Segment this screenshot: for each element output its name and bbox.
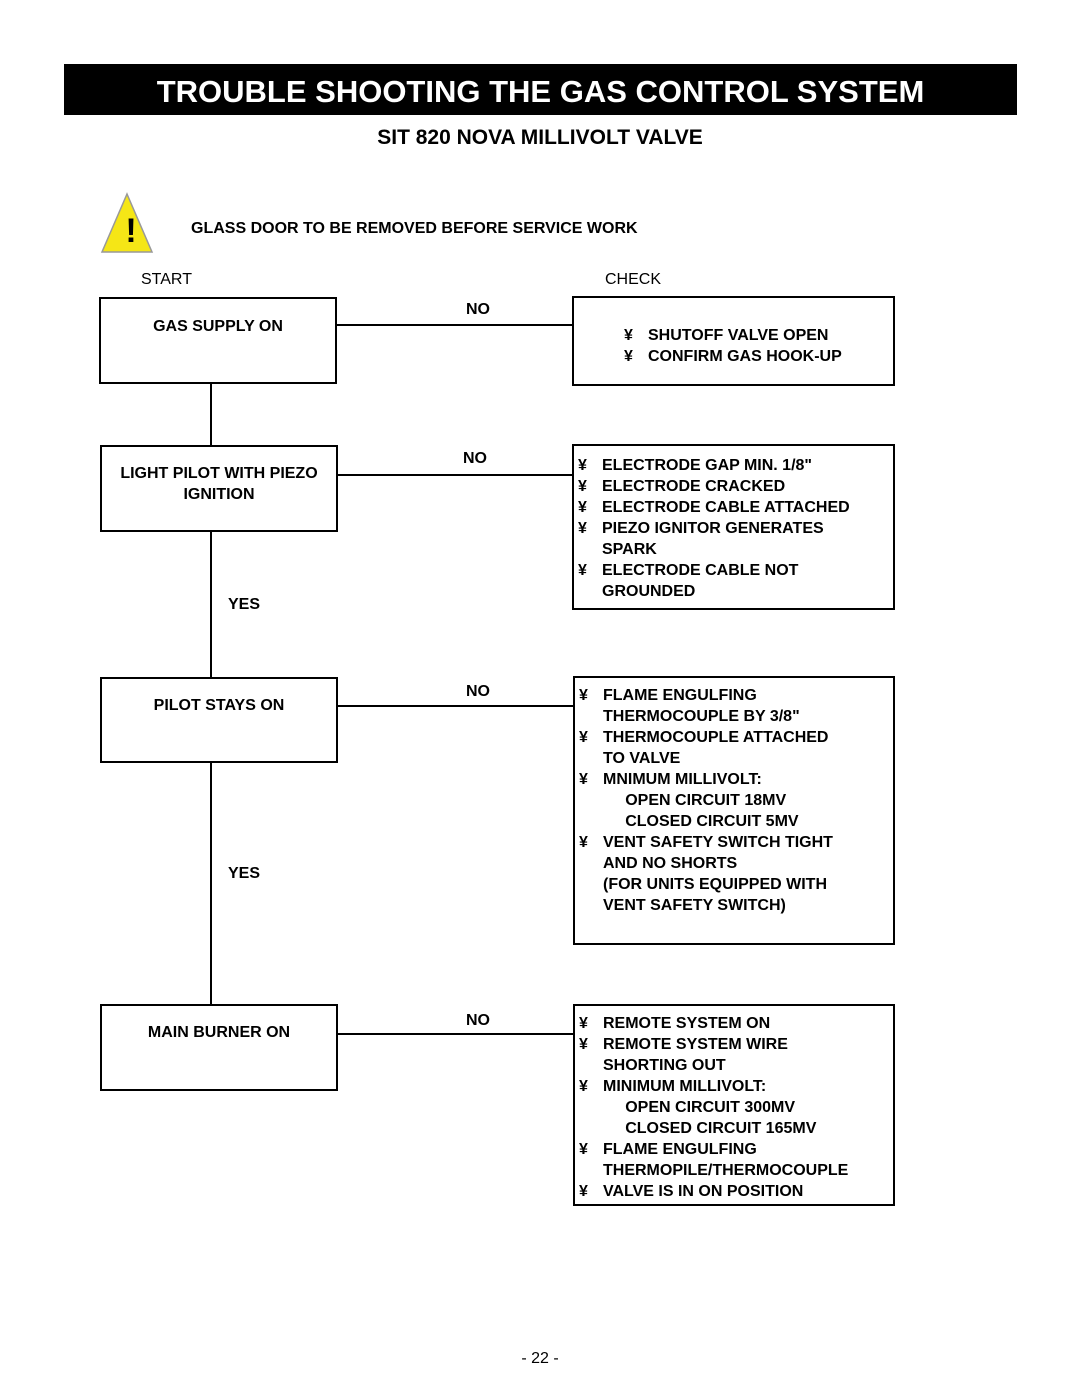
check-item: ¥ THERMOCOUPLE ATTACHED TO VALVE	[579, 727, 893, 769]
check-item: ¥ MNIMUM MILLIVOLT: OPEN CIRCUIT 18MV CLO…	[579, 769, 893, 832]
check-item-text: MNIMUM MILLIVOLT: OPEN CIRCUIT 18MV CLOS…	[603, 771, 799, 830]
check-item-text: VALVE IS IN ON POSITION	[603, 1183, 804, 1200]
check-list: ¥ ELECTRODE GAP MIN. 1/8" ¥ ELECTRODE CRACK…	[578, 455, 893, 602]
no-label: NO	[466, 1012, 490, 1029]
bullet-icon: ¥	[579, 1183, 588, 1200]
connector-line	[210, 383, 212, 446]
bullet-icon: ¥	[578, 562, 587, 579]
check-item-text: THERMOCOUPLE ATTACHED TO VALVE	[603, 729, 829, 767]
check-item-text: CONFIRM GAS HOOK-UP	[648, 348, 842, 365]
step-label: MAIN BURNER ON	[147, 1024, 291, 1041]
bullet-icon: ¥	[579, 1015, 588, 1032]
check-item: ¥ FLAME ENGULFING THERMOCOUPLE BY 3/8"	[579, 685, 893, 727]
check-item: ¥ VALVE IS IN ON POSITION	[579, 1181, 893, 1202]
check-item-text: ELECTRODE CRACKED	[602, 478, 786, 495]
bullet-icon: ¥	[579, 1036, 588, 1053]
check-list: ¥ SHUTOFF VALVE OPEN ¥ CONFIRM GAS HOOK-UP	[624, 325, 893, 367]
bullet-icon: ¥	[579, 1141, 588, 1158]
check-item-text: VENT SAFETY SWITCH TIGHT AND NO SHORTS (…	[603, 834, 833, 914]
bullet-icon: ¥	[578, 478, 587, 495]
check-item: ¥ REMOTE SYSTEM WIRE SHORTING OUT	[579, 1034, 893, 1076]
bullet-icon: ¥	[578, 499, 587, 516]
check-item-text: PIEZO IGNITOR GENERATES SPARK	[602, 520, 824, 558]
no-connector-line	[336, 474, 574, 476]
no-connector-line	[336, 324, 574, 326]
check-box-light-pilot: ¥ ELECTRODE GAP MIN. 1/8" ¥ ELECTRODE CRACK…	[572, 444, 895, 610]
yes-label: YES	[228, 865, 261, 882]
check-item-text: ELECTRODE CABLE NOT GROUNDED	[602, 562, 799, 600]
check-item: ¥ MINIMUM MILLIVOLT: OPEN CIRCUIT 300MV C…	[579, 1076, 893, 1139]
check-item: ¥ ELECTRODE CRACKED	[578, 476, 893, 497]
check-list: ¥ FLAME ENGULFING THERMOCOUPLE BY 3/8" ¥ TH…	[579, 685, 893, 916]
step-box-gas-supply: GAS SUPPLY ON	[99, 297, 337, 384]
step-label: LIGHT PILOT WITH PIEZO IGNITION	[120, 465, 318, 503]
page-number: - 22 -	[521, 1350, 559, 1367]
check-item-text: FLAME ENGULFING THERMOCOUPLE BY 3/8"	[603, 687, 800, 725]
check-item-text: REMOTE SYSTEM WIRE SHORTING OUT	[603, 1036, 788, 1074]
page-title: TROUBLE SHOOTING THE GAS CONTROL SYSTEM	[64, 64, 1017, 115]
bullet-icon: ¥	[579, 1078, 588, 1095]
bullet-icon: ¥	[624, 327, 633, 344]
bullet-icon: ¥	[579, 771, 588, 788]
check-item: ¥ REMOTE SYSTEM ON	[579, 1013, 893, 1034]
check-item-text: SHUTOFF VALVE OPEN	[648, 327, 829, 344]
step-box-pilot-stays-on: PILOT STAYS ON	[100, 677, 338, 763]
check-box-pilot-stays-on: ¥ FLAME ENGULFING THERMOCOUPLE BY 3/8" ¥ TH…	[573, 676, 895, 945]
check-item-text: FLAME ENGULFING THERMOPILE/THERMOCOUPLE	[603, 1141, 849, 1179]
check-box-main-burner: ¥ REMOTE SYSTEM ON ¥ REMOTE SYSTEM WIRE SHO…	[573, 1004, 895, 1206]
check-item-text: REMOTE SYSTEM ON	[603, 1015, 771, 1032]
step-label: GAS SUPPLY ON	[153, 318, 283, 335]
bullet-icon: ¥	[579, 729, 588, 746]
no-connector-line	[336, 1033, 574, 1035]
svg-text:!: !	[125, 212, 136, 250]
check-item: ¥ CONFIRM GAS HOOK-UP	[624, 346, 893, 367]
check-item-text: ELECTRODE CABLE ATTACHED	[602, 499, 850, 516]
connector-line	[210, 530, 212, 678]
check-item: ¥ FLAME ENGULFING THERMOPILE/THERMOCOUPLE	[579, 1139, 893, 1181]
warning-text: GLASS DOOR TO BE REMOVED BEFORE SERVICE …	[191, 220, 638, 237]
check-column-label: CHECK	[605, 271, 662, 288]
step-label: PILOT STAYS ON	[153, 697, 285, 714]
bullet-icon: ¥	[624, 348, 633, 365]
check-item: ¥ ELECTRODE GAP MIN. 1/8"	[578, 455, 893, 476]
yes-label: YES	[228, 596, 261, 613]
check-item: ¥ VENT SAFETY SWITCH TIGHT AND NO SHORTS …	[579, 832, 893, 916]
no-label: NO	[466, 683, 490, 700]
check-item: ¥ ELECTRODE CABLE NOT GROUNDED	[578, 560, 893, 602]
bullet-icon: ¥	[578, 457, 587, 474]
check-item-text: ELECTRODE GAP MIN. 1/8"	[602, 457, 812, 474]
step-box-main-burner: MAIN BURNER ON	[100, 1004, 338, 1091]
check-item-text: MINIMUM MILLIVOLT: OPEN CIRCUIT 300MV CL…	[603, 1078, 817, 1137]
check-list: ¥ REMOTE SYSTEM ON ¥ REMOTE SYSTEM WIRE SHO…	[579, 1013, 893, 1202]
bullet-icon: ¥	[579, 687, 588, 704]
check-box-gas-supply: ¥ SHUTOFF VALVE OPEN ¥ CONFIRM GAS HOOK-UP	[572, 296, 895, 386]
warning-triangle-icon: !	[100, 192, 154, 253]
check-item: ¥ SHUTOFF VALVE OPEN	[624, 325, 893, 346]
start-column-label: START	[141, 271, 192, 288]
page-subtitle: SIT 820 NOVA MILLIVOLT VALVE	[377, 126, 703, 149]
bullet-icon: ¥	[579, 834, 588, 851]
bullet-icon: ¥	[578, 520, 587, 537]
check-item: ¥ ELECTRODE CABLE ATTACHED	[578, 497, 893, 518]
check-item: ¥ PIEZO IGNITOR GENERATES SPARK	[578, 518, 893, 560]
step-box-light-pilot: LIGHT PILOT WITH PIEZO IGNITION	[100, 445, 338, 532]
connector-line	[210, 762, 212, 1005]
no-label: NO	[463, 450, 487, 467]
no-connector-line	[336, 705, 574, 707]
no-label: NO	[466, 301, 490, 318]
